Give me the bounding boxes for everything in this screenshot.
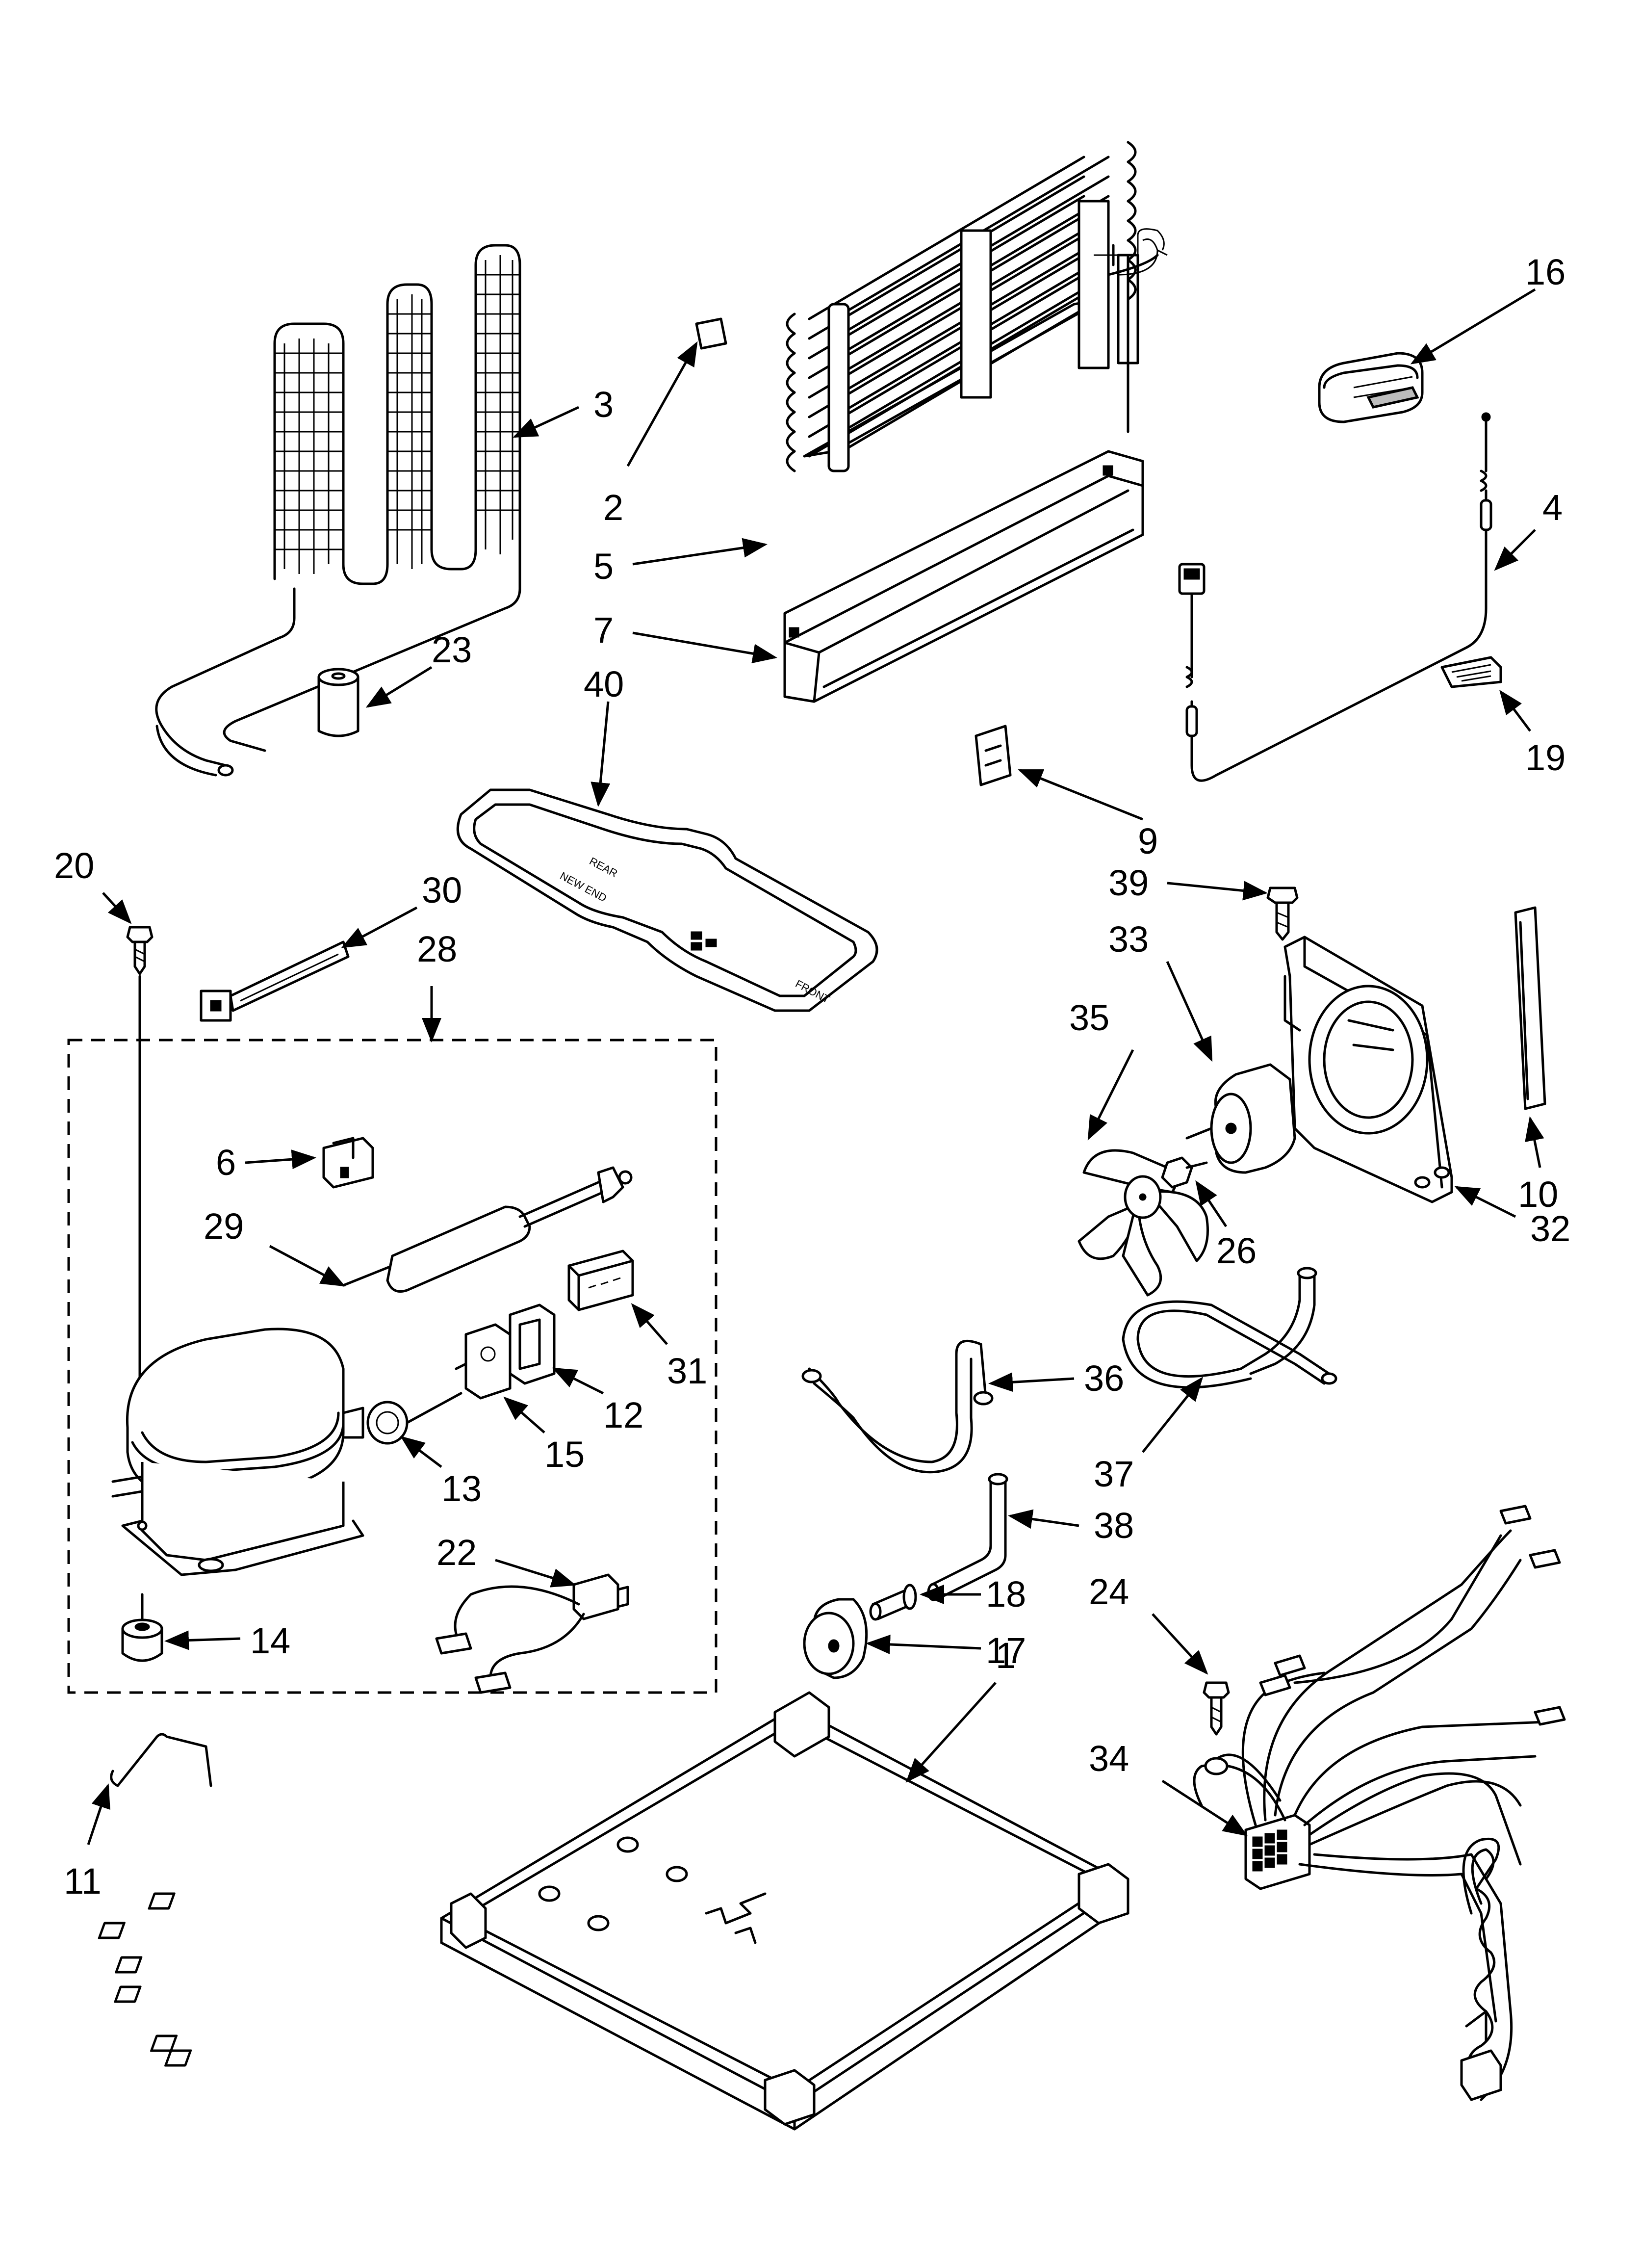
- pad-part-2: [695, 317, 727, 350]
- callout-33: 33: [1108, 919, 1149, 960]
- callout-26: 26: [1216, 1230, 1257, 1271]
- pin-part-18: [869, 1584, 917, 1621]
- base-frame-part-1: [98, 1691, 1129, 2131]
- callout-labels: 1 2 3 4 5 6 7 9 10 11 12 13 14 15 16 17 …: [54, 252, 1570, 1902]
- callout-7: 7: [593, 610, 614, 651]
- callout-12: 12: [603, 1395, 643, 1435]
- wire-harness-part-34: [1193, 1505, 1566, 2101]
- clip-part-19: [1440, 656, 1502, 688]
- callout-9: 9: [1138, 821, 1158, 861]
- evaporator-tray-part-7: [783, 450, 1144, 703]
- relay-cover-part-12: [509, 1303, 556, 1385]
- cover-part-16: [1318, 352, 1424, 423]
- callout-5: 5: [593, 546, 614, 587]
- callout-19: 19: [1525, 737, 1565, 778]
- callout-4: 4: [1542, 487, 1563, 528]
- overload-part-6: [322, 1137, 374, 1189]
- callout-35: 35: [1069, 997, 1109, 1038]
- callout-10: 10: [1518, 1174, 1558, 1215]
- callout-32: 32: [1530, 1208, 1570, 1249]
- compressor: [111, 1328, 364, 1576]
- callout-13: 13: [441, 1468, 482, 1509]
- relay-part-15: [455, 1323, 512, 1400]
- callout-31: 31: [667, 1351, 707, 1391]
- fan-shroud-part-32: [1283, 936, 1453, 1203]
- evaporator-part: [786, 141, 1168, 472]
- callout-22: 22: [436, 1532, 477, 1573]
- callout-3: 3: [593, 384, 614, 425]
- thermistor-part-4: [1178, 412, 1492, 782]
- leader-lines: [87, 288, 1544, 1845]
- capacitor-part-23: [317, 668, 359, 737]
- terminal-cover-part-13: [366, 1392, 462, 1445]
- callout-38: 38: [1094, 1505, 1134, 1546]
- drier-part-29: [342, 1166, 633, 1293]
- callout-15: 15: [544, 1434, 585, 1475]
- grommet-part-14: [121, 1593, 163, 1662]
- fan-motor-part-33: [1185, 1063, 1296, 1174]
- callout-24: 24: [1089, 1571, 1129, 1612]
- screw-part-24: [1203, 1681, 1230, 1736]
- bracket-part-9: [975, 725, 1012, 786]
- screw-part-39: [1266, 886, 1299, 941]
- callout-36: 36: [1084, 1358, 1124, 1399]
- roller-part-17: [803, 1598, 868, 1679]
- callout-20: 20: [54, 845, 94, 886]
- callout-16: 16: [1525, 252, 1565, 292]
- callout-11: 11: [64, 1861, 102, 1902]
- gasket-strip-part-10: [1514, 906, 1546, 1110]
- screw-part-20: [126, 926, 154, 1424]
- callout-34: 34: [1089, 1738, 1129, 1779]
- callout-28: 28: [417, 929, 457, 969]
- callout-39: 39: [1108, 862, 1149, 903]
- callout-40: 40: [584, 664, 624, 704]
- callout-23: 23: [432, 629, 472, 670]
- callout-2: 2: [603, 487, 623, 528]
- relay-part-31: [567, 1250, 634, 1311]
- callout-14: 14: [250, 1620, 290, 1661]
- callout-30: 30: [422, 870, 462, 911]
- wire-clip-part-11: [110, 1733, 212, 1787]
- callout-18: 18: [986, 1574, 1026, 1615]
- callout-1: 1: [996, 1635, 1016, 1676]
- tube-part-36: [801, 1339, 994, 1474]
- callout-6: 6: [216, 1142, 236, 1183]
- compressor-assembly-group-28: [67, 1039, 718, 1694]
- callout-17: 17: [986, 1630, 1026, 1671]
- nut-part-26: [1161, 1156, 1208, 1189]
- fan-blade-part-35: [1078, 1149, 1209, 1297]
- callout-29: 29: [204, 1206, 244, 1247]
- cable-tie-part-30: [200, 940, 350, 1022]
- condenser-part: [155, 244, 521, 777]
- wire-harness-part-22: [435, 1573, 629, 1694]
- callout-37: 37: [1094, 1454, 1134, 1494]
- drain-pan-part-40: NEW END REAR FRONT: [456, 788, 878, 1012]
